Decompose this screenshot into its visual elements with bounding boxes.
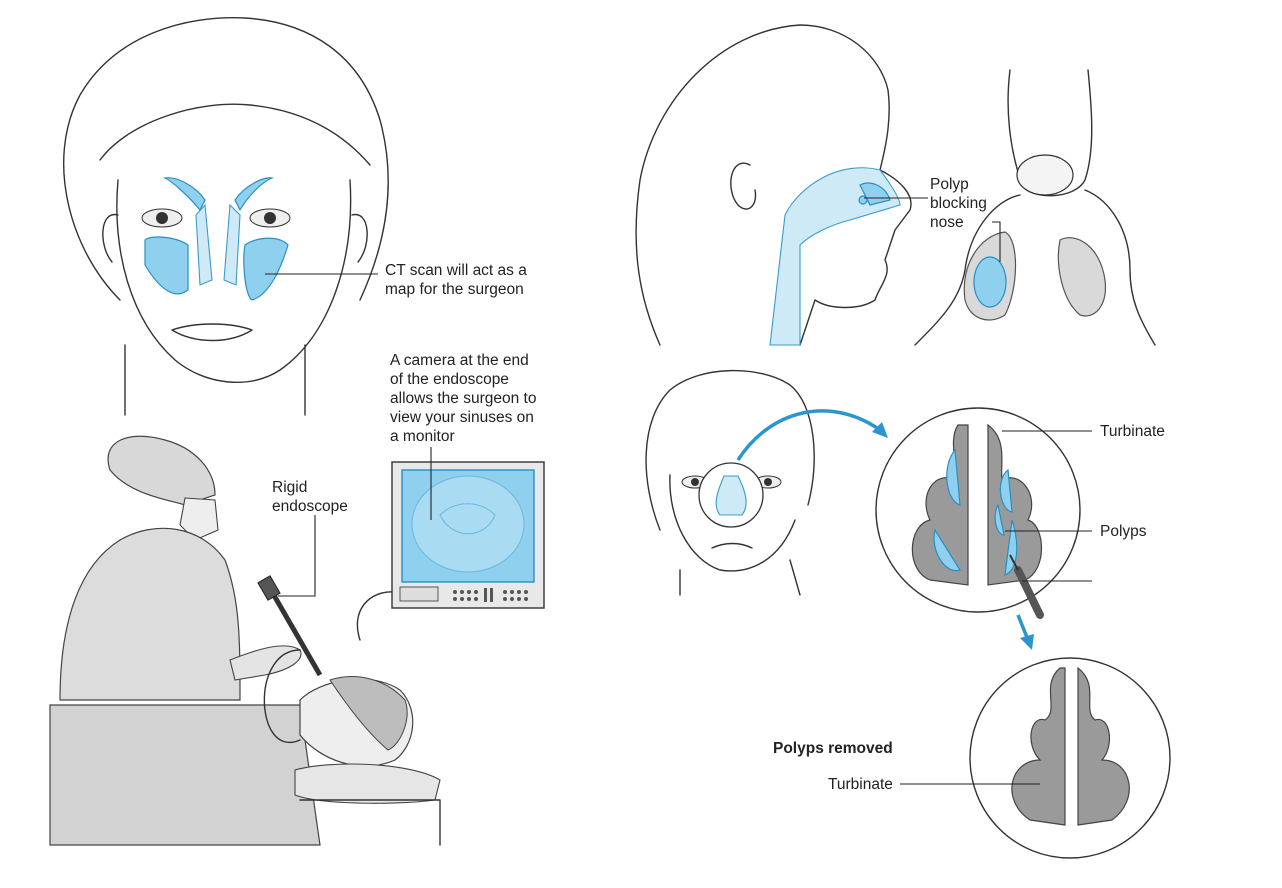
removed-circle-panel [900,657,1171,859]
side-head-panel [635,24,928,346]
polyp-circle-panel [875,407,1092,650]
rigid-endoscope-label: Rigid endoscope [272,479,348,515]
polyps-label: Polyps [1100,523,1147,540]
polyps-removed-label: Polyps removed [773,740,893,757]
camera-label: A camera at the end of the endoscope all… [390,352,537,445]
nostrils-panel [914,69,1156,346]
ct-scan-label: CT scan will act as a map for the surgeo… [385,262,527,298]
polyp-blocking-label: Polyp blocking nose [930,176,987,231]
turbinate-bottom-label: Turbinate [828,776,893,793]
small-face-panel [645,369,888,596]
surgery-panel [49,435,545,846]
turbinate-top-label: Turbinate [1100,423,1165,440]
face-ct-panel [62,17,389,416]
